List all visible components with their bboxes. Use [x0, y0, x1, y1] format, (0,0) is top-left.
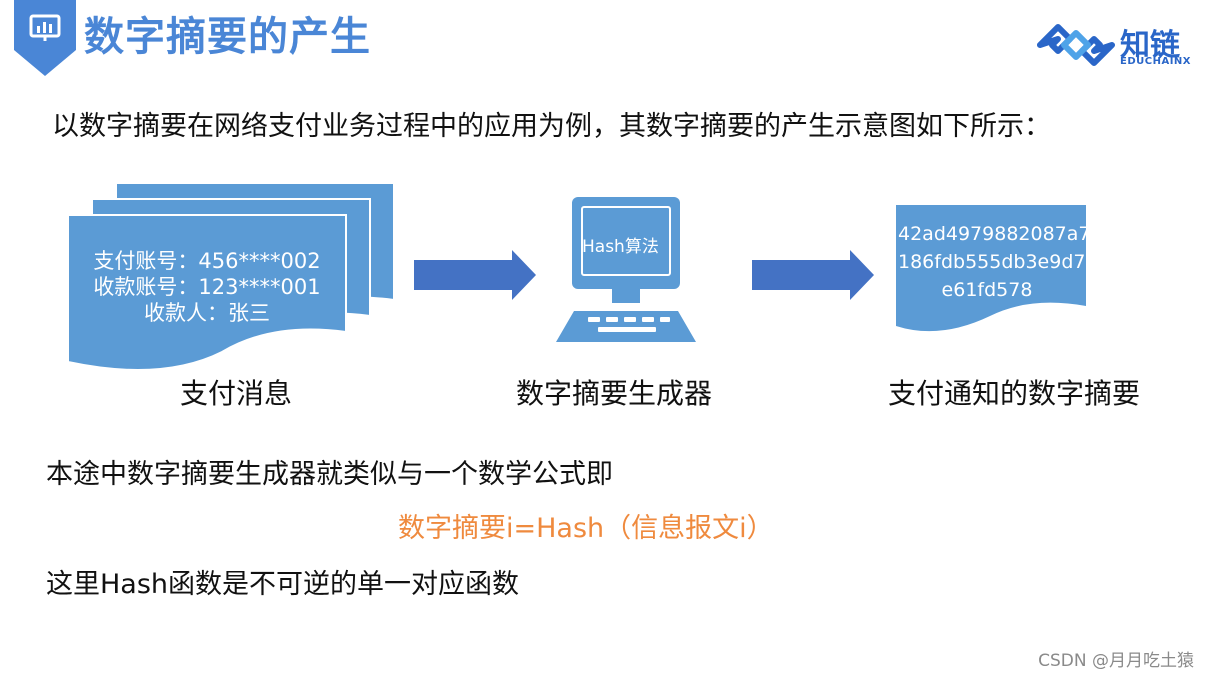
explanation-line-2: 这里Hash函数是不可逆的单一对应函数	[46, 569, 520, 600]
chain-link-logo-icon	[1037, 24, 1115, 66]
computer-icon	[556, 197, 696, 342]
explanation-line-1: 本途中数字摘要生成器就类似与一个数学公式即	[46, 459, 613, 490]
arrow-to-generator	[414, 250, 536, 300]
arrow-to-digest	[752, 250, 874, 300]
generator-caption: 数字摘要生成器	[516, 377, 713, 410]
message-line: 收款账号：123****001	[93, 275, 321, 299]
message-document-stack	[67, 182, 395, 371]
digest-line: 42ad4979882087a7	[898, 223, 1091, 245]
chart-board-icon	[29, 14, 61, 41]
digest-line: e61fd578	[941, 279, 1033, 301]
logo-name: 知链	[1120, 28, 1180, 63]
message-caption: 支付消息	[180, 377, 293, 410]
message-line: 支付账号：456****002	[93, 249, 321, 273]
digest-caption: 支付通知的数字摘要	[888, 377, 1141, 410]
intro-text: 以数字摘要在网络支付业务过程中的应用为例，其数字摘要的产生示意图如下所示：	[52, 111, 1051, 142]
digest-flow-diagram	[67, 182, 1086, 371]
page-title: 数字摘要的产生	[84, 14, 371, 60]
message-content: 支付账号：456****002 收款账号：123****001 收款人：张三	[66, 248, 348, 326]
watermark: CSDN @月月吃土猿	[1038, 651, 1194, 671]
digest-content: 42ad4979882087a7 186fdb555db3e9d7 e61fd5…	[898, 220, 1091, 304]
header-badge	[14, 0, 76, 76]
message-line: 收款人：张三	[144, 301, 270, 325]
digest-line: 186fdb555db3e9d7	[898, 251, 1086, 273]
hash-formula: 数字摘要i=Hash（信息报文i）	[398, 513, 774, 544]
logo-subtitle: EDUCHAINX	[1120, 56, 1191, 67]
hash-algorithm-label: Hash算法	[582, 237, 659, 257]
digest-document	[896, 205, 1086, 332]
